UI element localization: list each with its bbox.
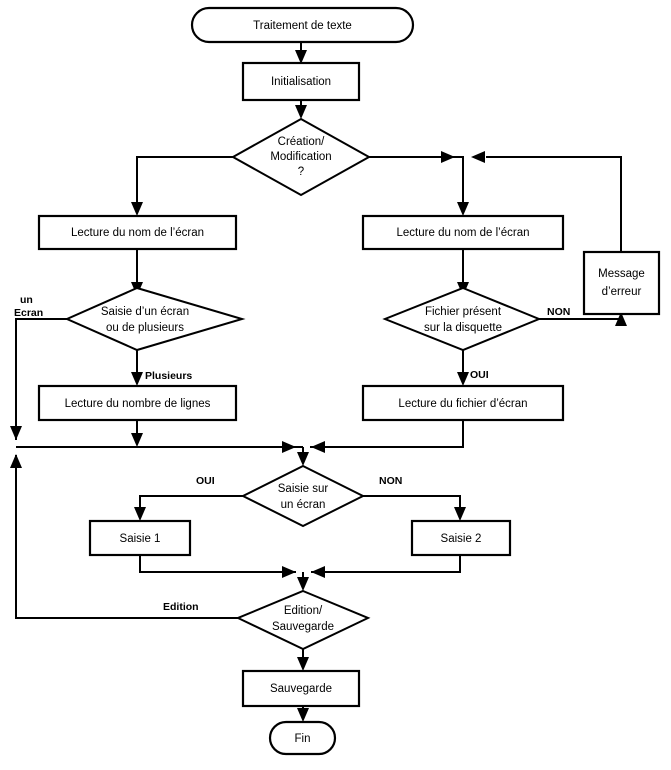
arrowhead-init-to-decision	[295, 105, 307, 119]
edition-sauvegarde-label-line1: Edition/	[284, 605, 323, 617]
fin-label: Fin	[295, 733, 311, 745]
sauvegarde-shape	[241, 669, 361, 708]
node-saisie-un-ou-plusieurs[interactable]: Saisie d’un écran ou de plusieurs	[64, 286, 246, 352]
node-lecture-nombre-lignes[interactable]: Lecture du nombre de lignes	[37, 384, 238, 422]
arrowhead-bus-merge-from-right	[311, 441, 325, 453]
edge-label-un-ecran-line2: Ecran	[14, 307, 43, 319]
node-sauvegarde[interactable]: Sauvegarde	[241, 669, 361, 708]
saisie-sur-un-ecran-label-line2: un écran	[281, 499, 326, 511]
initialisation-shape	[241, 61, 361, 102]
edge-lecture-fichier-to-bus	[310, 420, 464, 448]
saisie-un-ou-plusieurs-label-line2: ou de plusieurs	[106, 322, 184, 334]
edge-saisie-oui	[139, 495, 243, 513]
arrowhead-bus-to-saisie-decision	[297, 452, 309, 466]
creation-modification-label-line1: Création/	[278, 136, 325, 148]
node-initialisation[interactable]: Initialisation	[241, 61, 361, 102]
edge-label-non-saisie: NON	[379, 475, 402, 487]
creation-modification-label-line3: ?	[298, 166, 304, 178]
saisie-2-shape	[410, 519, 512, 557]
arrowhead-saisie-non	[454, 507, 466, 521]
node-lecture-fichier-ecran[interactable]: Lecture du fichier d’écran	[361, 384, 565, 422]
edge-saisie1-to-junction	[139, 555, 296, 573]
arrowhead-fichier-non	[615, 312, 627, 326]
node-saisie-sur-un-ecran[interactable]: Saisie sur un écran	[240, 464, 366, 528]
lecture-nombre-lignes-label: Lecture du nombre de lignes	[65, 398, 211, 410]
edge-label-edition: Edition	[163, 601, 199, 613]
arrowhead-lower-junction-from-right	[311, 566, 325, 578]
edge-labels-group: un Ecran Plusieurs NON OUI OUI NON Editi…	[14, 294, 570, 613]
lecture-nom-ecran-left-shape	[37, 214, 238, 251]
edge-label-non-fichier: NON	[547, 306, 570, 318]
initialisation-label: Initialisation	[271, 76, 331, 88]
saisie-un-ou-plusieurs-label-line1: Saisie d’un écran	[101, 306, 189, 318]
arrowhead-edition-to-sauvegarde	[297, 657, 309, 671]
edge-label-oui-saisie: OUI	[196, 475, 215, 487]
arrowhead-merge-right-from-error	[471, 151, 485, 163]
saisie-1-label: Saisie 1	[120, 533, 161, 545]
creation-modification-shape	[230, 117, 372, 197]
arrowhead-sauvegarde-to-fin	[297, 708, 309, 722]
node-saisie-1[interactable]: Saisie 1	[88, 519, 192, 557]
edge-decision-left-branch	[136, 156, 233, 208]
lecture-nom-ecran-right-shape	[361, 214, 565, 251]
lecture-nombre-lignes-shape	[37, 384, 238, 422]
edge-label-un-ecran-line1: un	[20, 294, 33, 306]
lecture-fichier-ecran-label: Lecture du fichier d’écran	[398, 398, 527, 410]
node-edition-sauvegarde[interactable]: Edition/ Sauvegarde	[235, 589, 371, 651]
connectors-group	[10, 42, 627, 722]
arrowhead-lignes-to-bus	[131, 433, 143, 447]
node-saisie-2[interactable]: Saisie 2	[410, 519, 512, 557]
node-fichier-present[interactable]: Fichier présent sur la disquette	[382, 286, 542, 352]
fin-terminal-shape	[268, 720, 337, 756]
node-creation-modification[interactable]: Création/ Modification ?	[230, 117, 372, 197]
creation-modification-label-line2: Modification	[270, 151, 331, 163]
edge-decision-right-branch	[369, 156, 464, 208]
edge-fichier-non	[539, 318, 622, 322]
node-message-erreur[interactable]: Message d’erreur	[582, 250, 661, 316]
lecture-nom-ecran-left-label: Lecture du nom de l’écran	[71, 227, 204, 239]
saisie-sur-un-ecran-shape	[240, 464, 366, 528]
lecture-fichier-ecran-shape	[361, 384, 565, 422]
start-terminal-shape	[190, 6, 415, 44]
saisie-sur-un-ecran-label-line1: Saisie sur	[278, 483, 329, 495]
edge-saisie2-to-junction	[311, 555, 461, 573]
message-erreur-label-line2: d’erreur	[602, 286, 642, 298]
arrowhead-saisie-oui	[134, 507, 146, 521]
edge-label-oui-fichier: OUI	[470, 369, 489, 381]
node-fin[interactable]: Fin	[268, 720, 337, 756]
fichier-present-shape	[382, 286, 542, 352]
fichier-present-label-line2: sur la disquette	[424, 322, 502, 334]
edge-saisie-non	[363, 495, 461, 513]
node-lecture-nom-ecran-right[interactable]: Lecture du nom de l’écran	[361, 214, 565, 251]
arrowhead-decision-right	[457, 202, 469, 216]
arrowhead-merge-right-from-left	[441, 151, 455, 163]
arrowhead-lower-junction-from-left	[282, 566, 296, 578]
node-lecture-nom-ecran-left[interactable]: Lecture du nom de l’écran	[37, 214, 238, 251]
start-label: Traitement de texte	[253, 20, 352, 32]
edition-sauvegarde-shape	[235, 589, 371, 651]
edge-un-ecran-loop	[15, 318, 67, 440]
arrowhead-un-ecran-into-bus	[10, 426, 22, 440]
arrowhead-bus-merge-from-left	[282, 441, 296, 453]
saisie-2-label: Saisie 2	[441, 533, 482, 545]
edge-edition-loop	[15, 455, 238, 619]
fichier-present-label-line1: Fichier présent	[425, 306, 502, 318]
arrowhead-junction-to-edition-decision	[297, 577, 309, 591]
sauvegarde-label: Sauvegarde	[270, 683, 332, 695]
edition-sauvegarde-label-line2: Sauvegarde	[272, 621, 334, 633]
edge-error-feedback-to-junction	[486, 156, 622, 252]
saisie-1-shape	[88, 519, 192, 557]
message-erreur-shape	[582, 250, 661, 316]
arrowhead-plusieurs	[131, 372, 143, 386]
arrowhead-start-to-init	[295, 50, 307, 64]
lecture-nom-ecran-right-label: Lecture du nom de l’écran	[397, 227, 530, 239]
message-erreur-label-line1: Message	[598, 268, 645, 280]
arrowhead-decision-left	[131, 202, 143, 216]
saisie-un-ou-plusieurs-shape	[64, 286, 246, 352]
arrowhead-fichier-oui	[457, 372, 469, 386]
edge-label-plusieurs: Plusieurs	[145, 370, 192, 382]
node-start[interactable]: Traitement de texte	[190, 6, 415, 44]
